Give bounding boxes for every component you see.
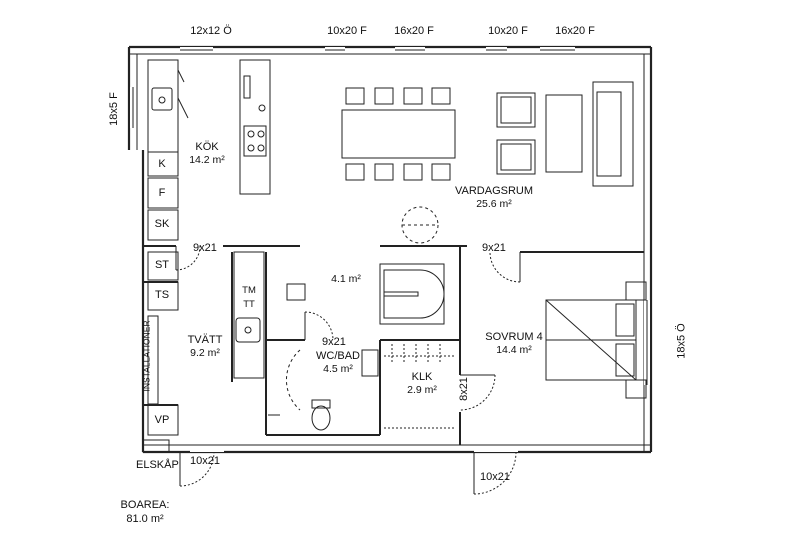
room-wcbad-area: 4.5 m² [323, 363, 353, 375]
door-label-closet: 8x21 [457, 377, 470, 401]
kitchen-island [239, 59, 271, 195]
appliance-k: K [158, 158, 166, 170]
door-label-bedroom-exit: 10x21 [480, 471, 510, 483]
window-label-top-4: 10x20 F [488, 25, 528, 37]
room-hall-area: 4.1 m² [331, 273, 361, 285]
window-label-right: 18x5 Ö [675, 323, 688, 359]
room-sovrum: SOVRUM 4 14.4 m² [485, 331, 542, 357]
room-vardagsrum-area: 25.6 m² [476, 198, 512, 210]
installationer-label: INSTALLATIONER [141, 320, 152, 392]
kitchen-counter [147, 59, 189, 241]
dashed-element [401, 206, 439, 244]
door-swings [175, 245, 521, 495]
room-tvatt: TVÄTT 9.2 m² [188, 334, 223, 360]
room-vardagsrum-name: VARDAGSRUM [454, 185, 534, 197]
room-hall: 4.1 m² [331, 273, 361, 286]
door-label-kitchen-hall: 9x21 [193, 242, 217, 254]
room-klk: KLK 2.9 m² [407, 371, 437, 397]
wc-bath-fixtures [268, 349, 379, 431]
room-sovrum-name: SOVRUM 4 [485, 331, 543, 343]
appliance-tt: TT [243, 299, 255, 310]
appliance-sk: SK [154, 218, 170, 230]
room-tvatt-area: 9.2 m² [190, 347, 220, 359]
room-sovrum-area: 14.4 m² [496, 344, 532, 356]
appliance-st: ST [154, 259, 170, 271]
room-vardagsrum: VARDAGSRUM 25.6 m² [455, 185, 533, 211]
appliance-ts: TS [154, 289, 170, 301]
room-klk-name: KLK [411, 371, 433, 383]
bathtub [379, 263, 445, 325]
window-label-top-5: 16x20 F [555, 25, 595, 37]
bed [545, 281, 647, 399]
boarea-label: BOAREA: [120, 499, 170, 511]
room-wcbad: WC/BAD 4.5 m² [316, 350, 360, 376]
laundry-units [142, 251, 306, 453]
room-kok: KÖK 14.2 m² [189, 141, 225, 167]
dining-set [341, 87, 456, 181]
window-label-top-3: 16x20 F [394, 25, 434, 37]
appliance-vp: VP [154, 414, 170, 426]
elskap-label: ELSKÅP [136, 459, 179, 471]
door-label-bath: 9x21 [322, 336, 346, 348]
window-panes [132, 49, 648, 385]
appliance-tm: TM [242, 285, 256, 296]
appliance-f: F [158, 187, 166, 199]
room-tvatt-name: TVÄTT [187, 334, 223, 346]
room-wcbad-name: WC/BAD [316, 350, 360, 362]
boarea-value: 81.0 m² [126, 513, 164, 525]
living-furniture [496, 81, 634, 187]
window-label-top-1: 12x12 Ö [190, 25, 232, 37]
room-kok-name: KÖK [195, 141, 219, 153]
room-klk-area: 2.9 m² [407, 384, 437, 396]
door-label-living-bedroom: 9x21 [482, 242, 506, 254]
window-label-top-2: 10x20 F [327, 25, 367, 37]
window-label-left: 18x5 F [107, 92, 120, 126]
door-label-entrance: 10x21 [190, 455, 220, 467]
closet-shelving [384, 344, 456, 429]
room-kok-area: 14.2 m² [189, 154, 225, 166]
